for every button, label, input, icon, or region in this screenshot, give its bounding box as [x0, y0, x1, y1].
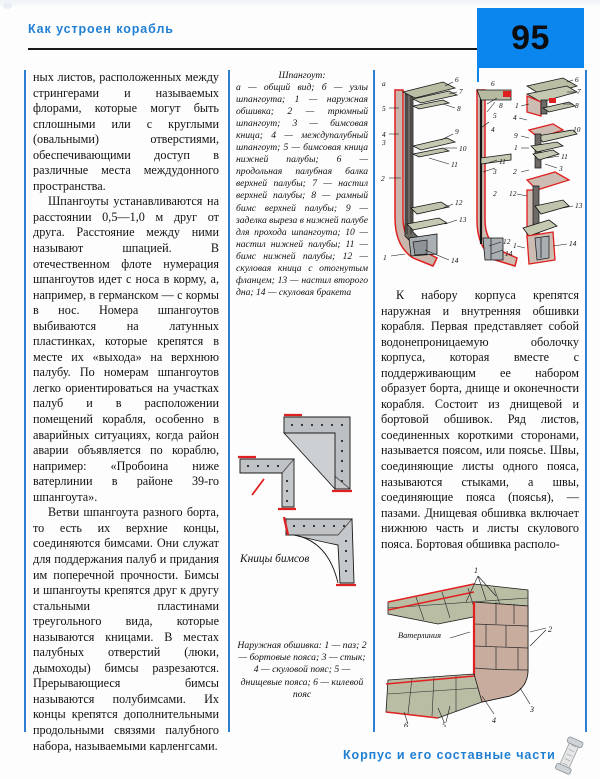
page-header: Как устроен корабль 95 — [0, 0, 600, 82]
column-rule-mid-right — [373, 70, 375, 732]
knee-plate — [282, 516, 356, 587]
svg-text:6: 6 — [575, 75, 579, 84]
svg-text:11: 11 — [499, 157, 506, 166]
svg-text:10: 10 — [459, 144, 467, 153]
svg-text:13: 13 — [575, 201, 583, 210]
paragraph: Ветви шпангоута разного борта, то есть и… — [33, 505, 219, 753]
svg-text:6: 6 — [455, 75, 459, 84]
paragraph: ных листов, расположенных между стрингер… — [33, 70, 219, 193]
page-number: 95 — [511, 18, 550, 57]
svg-text:11: 11 — [451, 160, 458, 169]
page-number-tail — [477, 68, 479, 82]
svg-text:14: 14 — [451, 256, 459, 265]
svg-text:12: 12 — [503, 237, 511, 246]
header-divider — [28, 48, 478, 51]
header-title: Как устроен корабль — [28, 22, 174, 36]
svg-text:4: 4 — [492, 716, 496, 725]
svg-text:3: 3 — [529, 705, 534, 714]
svg-text:1: 1 — [514, 143, 518, 152]
svg-text:12: 12 — [455, 198, 463, 207]
svg-text:14: 14 — [569, 239, 577, 248]
frame-figure-caption: Шпангоут: а — общий вид; б — узлы шпанго… — [236, 70, 368, 299]
corner-artifact — [3, 2, 12, 9]
svg-text:3: 3 — [558, 164, 563, 173]
svg-text:5: 5 — [493, 111, 497, 120]
body-column-3: К набору корпуса крепятся наружная и вну… — [381, 288, 579, 552]
svg-text:4: 4 — [491, 125, 495, 134]
svg-text:9: 9 — [514, 131, 518, 140]
svg-text:8: 8 — [457, 104, 461, 113]
column-rule-right — [585, 70, 587, 732]
svg-text:9: 9 — [455, 127, 459, 136]
frame-view-a-section: 6 8 5 4 11 3 2 12 14 — [476, 79, 518, 267]
svg-text:2: 2 — [381, 174, 385, 183]
column-rule-left — [24, 70, 26, 732]
frame-caption-title: Шпангоут: — [278, 70, 326, 81]
page-top-fade — [0, 0, 600, 9]
svg-text:12: 12 — [509, 189, 517, 198]
frame-view-a: а 5 4 3 2 1 6 7 8 9 10 11 12 13 14 — [381, 75, 467, 267]
footer-title: Корпус и его составные части — [343, 748, 556, 762]
svg-text:10: 10 — [573, 125, 581, 134]
svg-text:5: 5 — [382, 104, 386, 113]
svg-text:1: 1 — [513, 241, 517, 250]
svg-text:1: 1 — [515, 101, 519, 110]
paragraph: Шпангоуты устанавливаются на расстоянии … — [33, 194, 219, 504]
rivet-icon — [555, 736, 584, 775]
svg-text:2: 2 — [548, 625, 552, 634]
frame-cross-section-diagram: а 5 4 3 2 1 6 7 8 9 10 11 12 13 14 — [381, 75, 583, 267]
svg-text:2: 2 — [513, 167, 517, 176]
svg-text:1: 1 — [474, 566, 478, 575]
svg-text:7: 7 — [577, 87, 581, 96]
hull-plating-caption: Наружная обшивка: 1 — паз; 2 — бортовые … — [237, 640, 367, 700]
svg-text:14: 14 — [505, 249, 513, 258]
knee-plate — [282, 413, 352, 493]
column-rule-mid-left — [228, 70, 230, 732]
svg-text:6: 6 — [491, 79, 495, 88]
svg-text:8: 8 — [499, 101, 503, 110]
svg-text:3: 3 — [492, 167, 497, 176]
page-number-box: 95 — [477, 8, 584, 68]
svg-text:11: 11 — [561, 152, 568, 161]
svg-text:7: 7 — [459, 87, 463, 96]
svg-text:4: 4 — [382, 130, 386, 139]
view-label-a: а — [382, 79, 386, 88]
svg-text:1: 1 — [383, 253, 387, 262]
frame-caption-body: а — общий вид; б — узлы шпангоута; 1 — н… — [236, 82, 368, 298]
svg-text:6: 6 — [404, 721, 408, 727]
beam-knees-label: Кницы бимсов — [240, 553, 310, 565]
beam-knees-diagram — [238, 413, 356, 587]
svg-text:13: 13 — [459, 215, 467, 224]
hull-plating-diagram: 1 2 3 4 5 6 Ватерлиния — [385, 566, 552, 727]
frame-view-b: 6 7 8 1 4 10 9 1 11 3 2 12 13 1 14 — [509, 75, 583, 265]
svg-text:2: 2 — [493, 189, 497, 198]
svg-text:8: 8 — [575, 101, 579, 110]
body-column-1: ных листов, расположенных между стрингер… — [33, 70, 219, 754]
svg-text:5: 5 — [442, 721, 446, 727]
waterline-label: Ватерлиния — [398, 631, 441, 640]
svg-text:4: 4 — [513, 113, 517, 122]
paragraph: К набору корпуса крепятся наружная и вну… — [381, 288, 579, 551]
knee-plate — [238, 455, 296, 511]
svg-text:3: 3 — [381, 138, 386, 147]
